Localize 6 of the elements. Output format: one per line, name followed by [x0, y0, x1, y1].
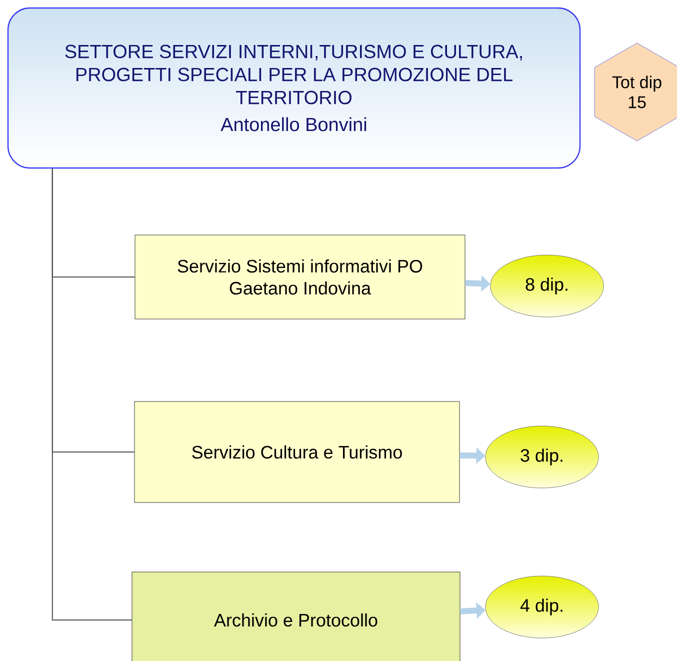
- total-hexagon: Tot dip 15: [594, 42, 677, 142]
- service-box: Servizio Cultura e Turismo: [134, 401, 460, 503]
- title-box: SETTORE SERVIZI INTERNI,TURISMO E CULTURA, PROGETTI SPECIALI PER LA PROMOZIONE DEL TERRITORIO Antonello Bonvini: [7, 7, 581, 169]
- service-box: Archivio e Protocollo: [132, 572, 460, 661]
- service-box: Servizio Sistemi informativi PO Gaetano Indovina: [134, 234, 466, 320]
- connector-line: [52, 168, 132, 620]
